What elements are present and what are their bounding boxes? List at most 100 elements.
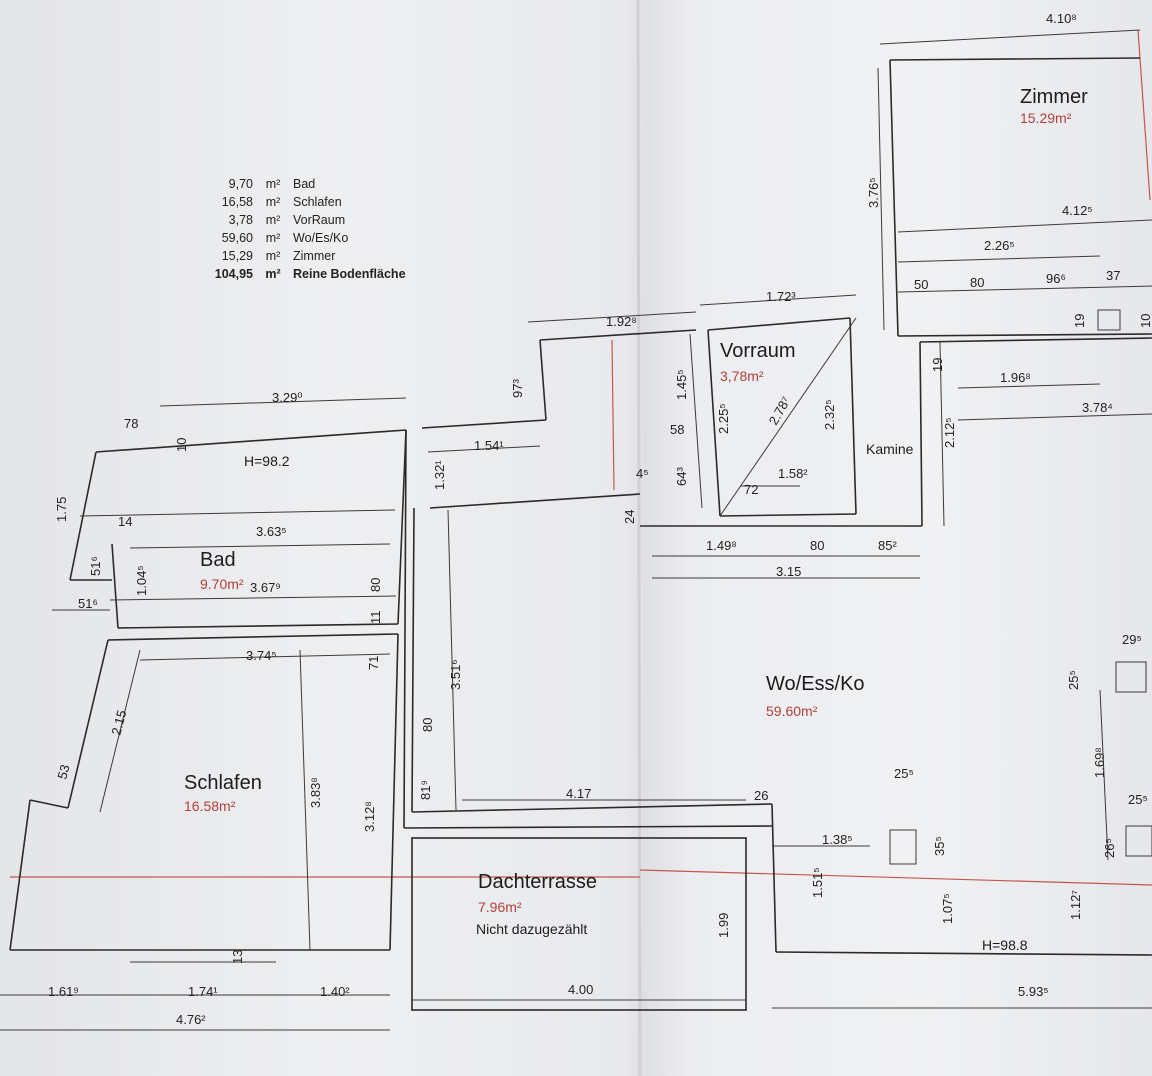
legend-unit: m²: [265, 267, 281, 281]
corridor-walls: [421, 311, 697, 509]
legend-row-total: 104,95 m² Reine Bodenfläche: [205, 265, 433, 283]
legend-label: Schlafen: [293, 195, 342, 209]
legend-value: 9,70: [228, 177, 253, 191]
legend-label: Reine Bodenfläche: [293, 267, 406, 281]
dim-label: 1.32¹: [432, 460, 447, 490]
room-area-dachterrasse: 7.96m²: [478, 899, 522, 915]
legend-label: VorRaum: [293, 213, 346, 227]
room-area-vorraum: 3,78m²: [720, 368, 764, 384]
dim-label: 3.83⁸: [308, 777, 323, 808]
room-area-bad: 9.70m²: [200, 576, 244, 592]
room-area-schlafen: 16.58m²: [184, 798, 236, 814]
dim-label: 2.15: [108, 708, 129, 736]
label-kamine: Kamine: [866, 441, 914, 457]
dim-label: 80: [970, 275, 984, 290]
dim-label: 2.12⁵: [942, 417, 957, 448]
central-wall: [403, 429, 773, 829]
dim-label: 2.25⁵: [716, 403, 731, 434]
dim-label: 19: [1072, 314, 1087, 328]
dim-label: 1.99: [716, 913, 731, 938]
legend-label: Wo/Es/Ko: [293, 231, 349, 245]
dim-label: 1.51⁵: [810, 867, 825, 898]
dim-label: 1.58²: [778, 466, 808, 481]
room-name-vorraum: Vorraum: [720, 340, 796, 362]
legend-label: Zimmer: [293, 249, 336, 263]
legend-unit: m²: [265, 195, 281, 209]
dim-label: 1.49⁸: [706, 538, 737, 553]
dimension-labels: 4.10⁸ 3.76⁵ 4.12⁵ 2.26⁵ 50 80 96⁶ 37 19 …: [48, 11, 1152, 1027]
kamine-walls: [640, 337, 1152, 579]
dim-label: 80: [810, 538, 824, 553]
dim-label: 51⁶: [78, 596, 98, 611]
dim-label: 26⁵: [1102, 838, 1117, 858]
dim-label: 37: [1106, 268, 1120, 283]
dim-label: 58: [670, 422, 684, 437]
dim-label: 25⁵: [1066, 670, 1081, 690]
schlafen-walls: [0, 633, 399, 1031]
dim-label: 4.76²: [176, 1012, 206, 1027]
dim-label: 1.75: [54, 497, 69, 522]
dim-label: 64³: [674, 467, 689, 486]
dim-label: 51⁶: [88, 556, 103, 576]
dim-label: 97³: [510, 379, 525, 398]
dim-label: 96⁶: [1046, 271, 1066, 286]
zimmer-walls: [877, 29, 1152, 337]
legend-label: Bad: [293, 177, 316, 191]
dim-label: 72: [744, 482, 758, 497]
legend-value: 15,29: [221, 249, 253, 263]
legend-value: 104,95: [214, 267, 253, 281]
room-name-zimmer: Zimmer: [1020, 86, 1088, 108]
legend-value: 59,60: [221, 231, 253, 245]
dim-label: 3.29⁰: [272, 390, 303, 405]
legend-row: 3,78 m² VorRaum: [205, 211, 433, 229]
dim-label: 80: [420, 718, 435, 732]
dim-label: 4.00: [568, 982, 593, 997]
dim-label: 3.76⁵: [866, 177, 881, 208]
dim-label: 1.72³: [766, 289, 796, 304]
dim-label: 13: [230, 950, 245, 964]
legend-value: 3,78: [228, 213, 253, 227]
dim-label: 81⁹: [418, 780, 433, 800]
dim-label: 1.38⁵: [822, 832, 853, 847]
dim-label: 4⁵: [636, 466, 649, 481]
dim-label: 1.92⁸: [606, 314, 637, 329]
room-area-zimmer: 15.29m²: [1020, 110, 1072, 126]
dim-label: 50: [914, 277, 928, 292]
room-area-wohnen: 59.60m²: [766, 703, 818, 719]
legend-unit: m²: [265, 213, 281, 227]
height-left: H=98.2: [244, 453, 290, 469]
dim-label: 85²: [878, 538, 897, 553]
paper-fold: [636, 0, 642, 1076]
room-name-wohnen: Wo/Ess/Ko: [766, 673, 865, 695]
dachterrasse-note: Nicht dazugezählt: [476, 921, 587, 937]
dim-label: 3.67⁹: [250, 580, 281, 595]
dim-label: 1.96⁸: [1000, 370, 1031, 385]
dim-label: 3.12⁸: [362, 801, 377, 832]
dim-label: 71: [366, 656, 381, 670]
dim-label: 10: [174, 438, 189, 452]
dim-label: 19: [930, 358, 945, 372]
dim-label: 80: [368, 578, 383, 592]
dim-label: 26: [754, 788, 768, 803]
dim-label: 53: [54, 763, 72, 781]
vorraum-walls: [689, 294, 857, 517]
dim-label: 1.61⁹: [48, 984, 79, 999]
dim-label: 3.51⁶: [448, 659, 463, 690]
dim-label: 1.54¹: [474, 438, 504, 453]
dim-label: 5.93⁵: [1018, 984, 1049, 999]
dim-label: 1.45⁵: [674, 369, 689, 400]
dim-label: 29⁵: [1122, 632, 1142, 647]
dim-label: 1.69⁸: [1092, 747, 1107, 778]
dim-label: 24: [622, 510, 637, 524]
wohnen-walls: [771, 661, 1152, 1009]
dim-label: 4.12⁵: [1062, 203, 1093, 218]
dim-label: 25⁵: [1128, 792, 1148, 807]
dim-label: 2.78⁷: [766, 394, 794, 428]
dim-label: 78: [124, 416, 138, 431]
dim-label: 3.63⁵: [256, 524, 287, 539]
